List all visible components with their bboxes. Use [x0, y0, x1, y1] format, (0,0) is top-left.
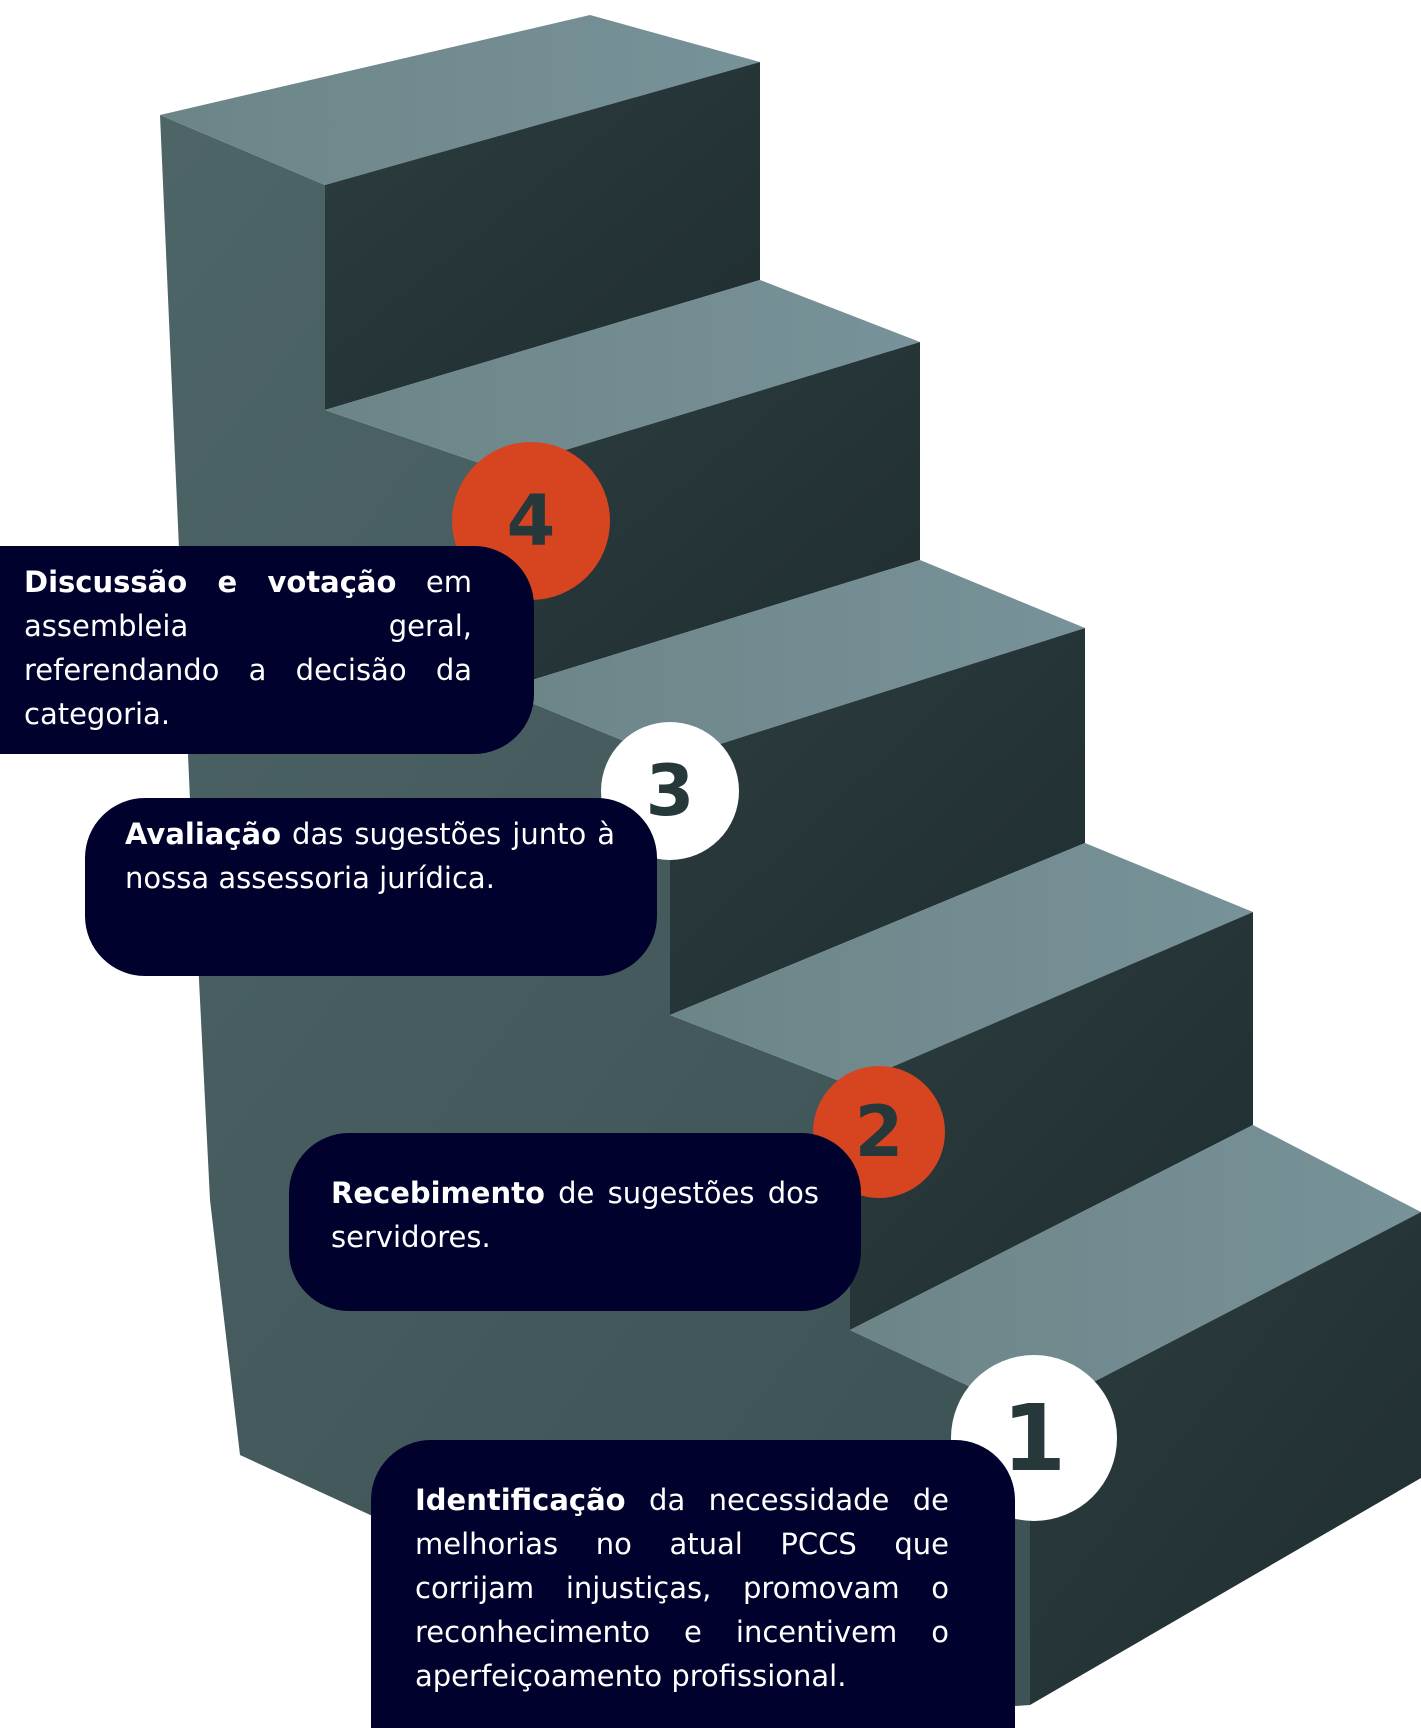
step-1-card: Identificação da necessidade de melhoria…	[371, 1440, 1015, 1728]
step-1-number: 1	[1001, 1384, 1066, 1492]
stair-riser-0	[1030, 1212, 1421, 1705]
step-2-card: Recebimento de sugestões dos servidores.	[289, 1133, 861, 1311]
step-3-card: Avaliação das sugestões junto à nossa as…	[85, 798, 657, 976]
stair-top-3	[325, 280, 920, 470]
stair-riser-1	[850, 912, 1253, 1330]
step-2-number: 2	[854, 1091, 904, 1173]
step-2-text: de sugestões dos servidores.	[331, 1176, 819, 1254]
step-4-number: 4	[506, 480, 556, 562]
stair-riser-4	[325, 62, 760, 410]
stair-top-4	[160, 15, 760, 185]
step-1-text: da necessidade de melhorias no atual PCC…	[415, 1483, 950, 1693]
step-1-title: Identificação	[415, 1483, 626, 1517]
stair-riser-2	[670, 628, 1085, 1015]
step-2-title: Recebimento	[331, 1176, 545, 1210]
step-4-text: em assembleia geral, referendando a deci…	[24, 565, 472, 731]
stair-riser-3	[500, 342, 920, 690]
stair-top-0	[850, 1125, 1421, 1415]
step-4-card: Discussão e votação em assembleia geral,…	[0, 546, 534, 754]
step-3-number: 3	[645, 750, 695, 832]
step-4-title: Discussão e votação	[24, 565, 397, 599]
stair-top-2	[500, 560, 1085, 760]
step-3-text: das sugestões junto à nossa assessoria j…	[125, 817, 615, 895]
step-3-title: Avaliação	[125, 817, 282, 851]
stair-top-1	[670, 843, 1253, 1085]
